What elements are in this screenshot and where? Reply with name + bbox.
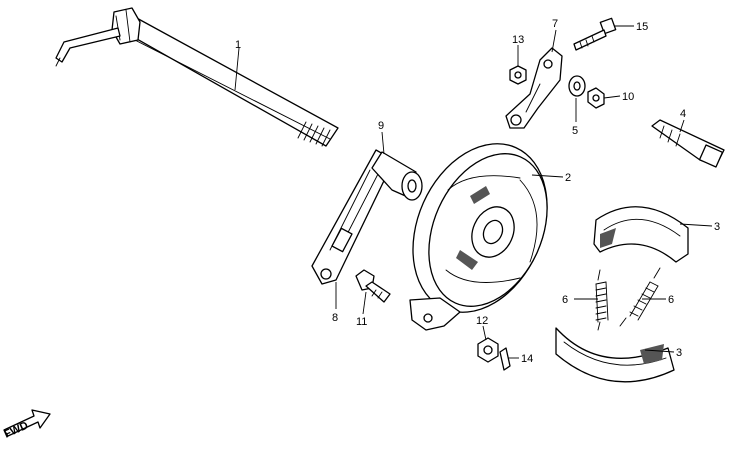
callout-8: 8 [332,312,338,324]
brake-panel-part-2 [409,143,548,331]
fwd-arrow: FWD [2,409,51,441]
callout-3-lower: 3 [676,347,682,359]
axle-thread [297,121,331,147]
spring-right-part-6 [619,267,661,327]
nut-part-13 [509,65,527,85]
brake-shoe-upper-part-3 [593,206,689,263]
callout-12: 12 [476,315,488,327]
callout-6-left: 6 [562,294,568,306]
brake-shoe-lower-part-3 [555,327,675,383]
callout-5: 5 [572,125,578,137]
bolt-part-11 [355,269,391,303]
callout-11: 11 [356,316,367,328]
callout-7: 7 [552,18,558,30]
fwd-label: FWD [2,420,30,441]
spring-left-part-6 [595,269,609,331]
nut-part-10 [587,87,605,109]
cotter-pin-part-14 [499,347,511,371]
pivot-collar-part-9 [371,151,423,201]
nut-part-12 [477,337,499,363]
washer-part-5 [568,75,586,97]
brake-arm-part-7 [505,47,563,129]
callout-3-upper: 3 [714,221,720,233]
callout-15: 15 [636,21,648,33]
callout-9: 9 [378,120,384,132]
callout-2: 2 [565,172,571,184]
callout-4: 4 [680,108,686,120]
torque-link-part-8 [311,149,395,285]
callout-6-right: 6 [668,294,674,306]
callout-1: 1 [235,39,241,51]
callout-10: 10 [622,91,634,103]
callout-13: 13 [512,34,524,46]
brake-cam-part-4 [651,119,725,168]
axle-part-1 [55,7,339,147]
leader-lines [234,25,713,359]
bolt-part-15 [573,17,617,51]
callout-14: 14 [521,353,533,365]
